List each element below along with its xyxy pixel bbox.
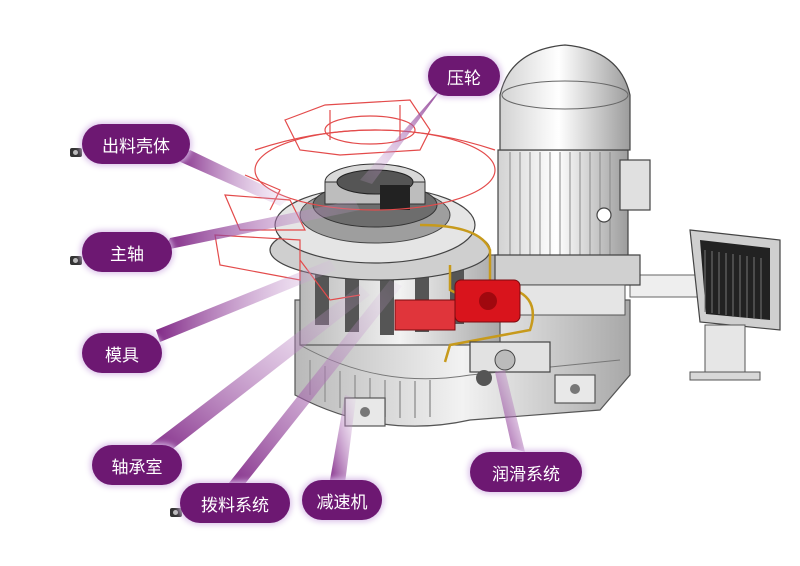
camera-icon [70, 256, 82, 265]
label-lubrication-system: 润滑系统 [470, 452, 582, 492]
label-main-shaft: 主轴 [82, 232, 172, 272]
label-bearing-chamber: 轴承室 [92, 445, 182, 485]
camera-icon [170, 508, 182, 517]
label-discharge-housing: 出料壳体 [82, 124, 190, 164]
camera-icon [70, 148, 82, 157]
label-die: 模具 [82, 333, 162, 373]
callout-rays [150, 80, 525, 490]
label-discharge-system: 拨料系统 [180, 483, 290, 523]
electric-motor [494, 44, 651, 316]
label-reducer: 减速机 [302, 480, 382, 520]
label-press-roller: 压轮 [428, 56, 500, 96]
lubrication-unit [394, 223, 551, 386]
die-plate [269, 163, 491, 281]
oil-cooler [629, 229, 781, 381]
